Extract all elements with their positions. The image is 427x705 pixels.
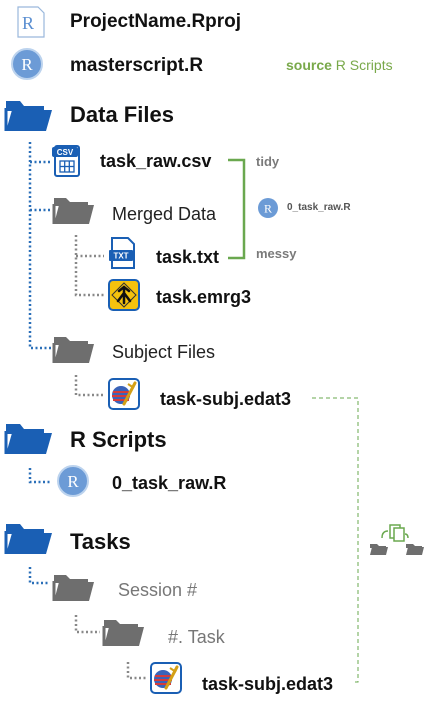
connector-data-files bbox=[28, 142, 52, 350]
source-note: source R Scripts bbox=[286, 57, 393, 73]
folder-task[interactable]: #. Task bbox=[168, 627, 225, 647]
file-task-txt[interactable]: task.txt bbox=[156, 247, 220, 267]
connector-tasks bbox=[28, 567, 50, 585]
file-task-emrg3[interactable]: task.emrg3 bbox=[156, 287, 252, 307]
svg-text:R: R bbox=[264, 202, 272, 216]
connector-r-scripts bbox=[28, 468, 50, 484]
copy-files-icon bbox=[368, 522, 426, 561]
r-logo-icon: R bbox=[56, 464, 90, 503]
file-0-task-raw-r[interactable]: 0_task_raw.R bbox=[112, 473, 227, 493]
folder-merged-data[interactable]: Merged Data bbox=[112, 204, 217, 224]
r-logo-icon: R bbox=[257, 197, 279, 224]
folder-icon bbox=[52, 571, 96, 608]
folder-subject-files[interactable]: Subject Files bbox=[112, 342, 216, 362]
folder-icon bbox=[52, 333, 96, 370]
note-messy: messy bbox=[256, 246, 297, 261]
svg-text:CSV: CSV bbox=[57, 148, 74, 157]
section-data-files[interactable]: Data Files bbox=[70, 102, 174, 127]
note-tidy: tidy bbox=[256, 154, 280, 169]
svg-text:R: R bbox=[67, 472, 79, 491]
svg-text:R: R bbox=[21, 55, 33, 74]
emerge-icon bbox=[108, 279, 140, 316]
folder-icon bbox=[4, 420, 54, 461]
section-tasks[interactable]: Tasks bbox=[70, 529, 131, 554]
svg-text:TXT: TXT bbox=[113, 252, 128, 261]
edat-icon bbox=[150, 662, 182, 699]
connector-task bbox=[126, 662, 148, 680]
svg-text:R: R bbox=[22, 13, 34, 33]
folder-icon bbox=[102, 616, 146, 653]
connector-merged-children bbox=[74, 235, 106, 297]
csv-file-icon: CSV bbox=[52, 144, 82, 183]
r-project-icon: R bbox=[12, 4, 48, 45]
txt-file-icon: TXT bbox=[108, 236, 138, 275]
file-task-raw-csv[interactable]: task_raw.csv bbox=[100, 151, 212, 171]
folder-icon bbox=[52, 194, 96, 231]
edat-icon bbox=[108, 378, 140, 415]
file-task-subj-edat3-session[interactable]: task-subj.edat3 bbox=[202, 674, 334, 694]
tidy-messy-bracket bbox=[228, 158, 246, 260]
project-file-name[interactable]: ProjectName.Rproj bbox=[70, 11, 242, 32]
folder-icon bbox=[4, 97, 54, 138]
r-logo-icon: R bbox=[10, 47, 44, 86]
master-script-name[interactable]: masterscript.R bbox=[70, 55, 204, 76]
section-r-scripts[interactable]: R Scripts bbox=[70, 427, 167, 452]
file-task-subj-edat3[interactable]: task-subj.edat3 bbox=[160, 389, 292, 409]
folder-session[interactable]: Session # bbox=[118, 580, 198, 600]
folder-icon bbox=[4, 520, 54, 561]
connector-session bbox=[74, 615, 100, 634]
script-reference: 0_task_raw.R bbox=[287, 202, 351, 213]
copy-connector bbox=[312, 397, 359, 683]
connector-subject-children bbox=[74, 375, 104, 397]
